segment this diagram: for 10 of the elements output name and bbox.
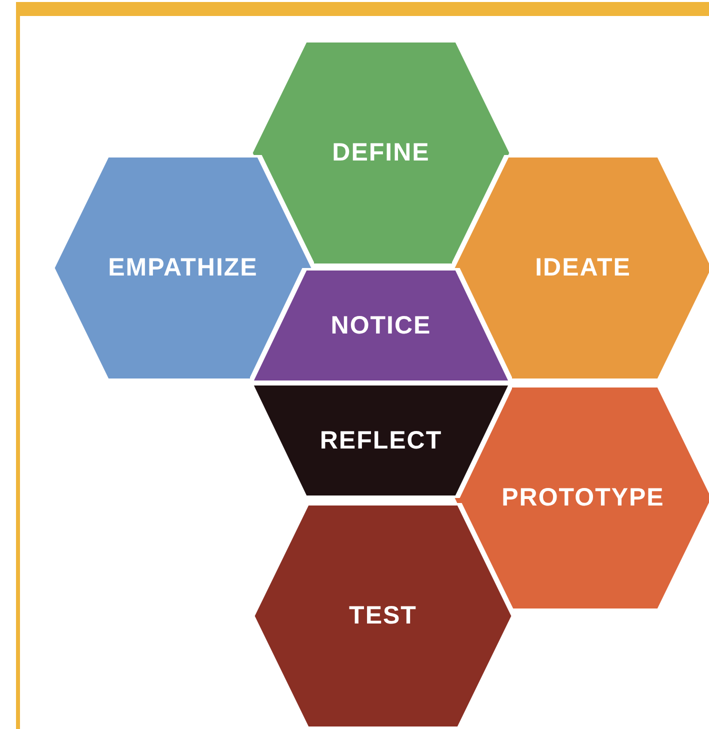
stage-label: REFLECT xyxy=(320,426,442,455)
stage-label: IDEATE xyxy=(535,254,631,282)
stage-label: EMPATHIZE xyxy=(108,254,258,282)
stage-hexagon xyxy=(452,385,709,611)
stage-label: PROTOTYPE xyxy=(502,484,664,512)
stage-label: NOTICE xyxy=(330,311,432,340)
stage-hexagon xyxy=(452,155,709,381)
stage-label: TEST xyxy=(349,602,417,630)
stage-hexagon xyxy=(52,155,314,381)
stage-label: DEFINE xyxy=(332,138,430,168)
